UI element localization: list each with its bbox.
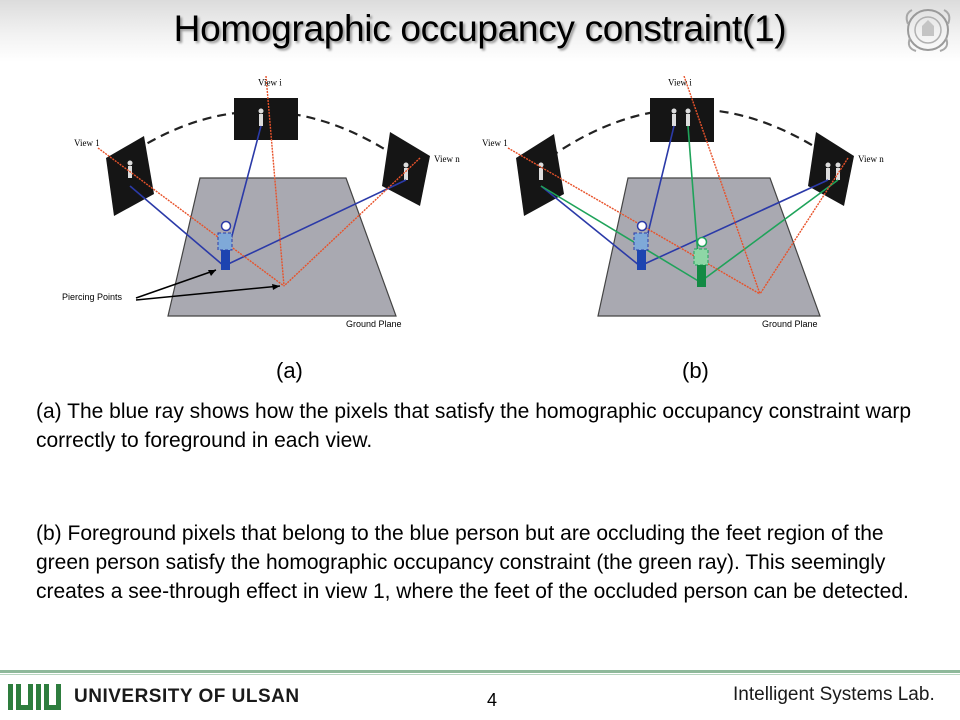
caption-a: (a) The blue ray shows how the pixels th… bbox=[36, 400, 912, 452]
footer-divider-thin bbox=[0, 674, 960, 675]
label-view-1-b: View 1 bbox=[482, 138, 508, 148]
footer-divider bbox=[0, 670, 960, 673]
university-name: UNIVERSITY OF ULSAN bbox=[74, 686, 300, 707]
panel-a: View 1 View i View n Piercing Points Gro… bbox=[62, 76, 460, 383]
label-view-n-a: View n bbox=[434, 154, 460, 164]
label-ground-plane-b: Ground Plane bbox=[762, 319, 818, 329]
university-logo-icon bbox=[8, 684, 61, 710]
lab-name: Intelligent Systems Lab. bbox=[733, 684, 935, 705]
panel-a-label: (a) bbox=[276, 358, 303, 383]
label-ground-plane-a: Ground Plane bbox=[346, 319, 402, 329]
label-piercing-points: Piercing Points bbox=[62, 292, 123, 302]
panel-b-label: (b) bbox=[682, 358, 709, 383]
university-seal-icon bbox=[905, 9, 951, 52]
title-bar bbox=[0, 0, 960, 62]
occupancy-figure: View 1 View i View n Piercing Points Gro… bbox=[58, 76, 900, 388]
page-number: 4 bbox=[487, 690, 498, 710]
caption-b: (b) Foreground pixels that belong to the… bbox=[36, 522, 909, 603]
label-view-1-a: View 1 bbox=[74, 138, 100, 148]
panel-b: View 1 View i View n Ground Plane (b) bbox=[482, 76, 884, 383]
slide-title: Homographic occupancy constraint(1) bbox=[173, 8, 787, 49]
label-view-i-a: View i bbox=[258, 77, 282, 87]
label-view-i-b: View i bbox=[668, 77, 692, 87]
label-view-n-b: View n bbox=[858, 154, 884, 164]
